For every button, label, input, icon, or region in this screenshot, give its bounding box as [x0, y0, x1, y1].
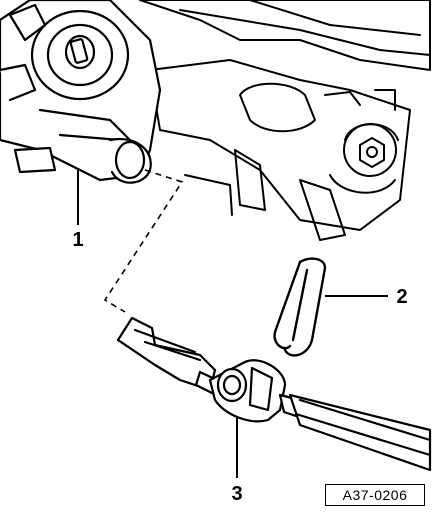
- figure-reference-code: A37-0206: [325, 484, 425, 506]
- leader-lines: [77, 170, 388, 478]
- assembly-alignment-line: [103, 169, 184, 313]
- lock-assembly: [0, 0, 162, 184]
- cable-assembly: [116, 316, 432, 472]
- callout-3: 3: [231, 483, 242, 505]
- retaining-clip: [273, 257, 327, 357]
- background-mechanism: [139, 0, 431, 241]
- callout-1: 1: [72, 229, 83, 251]
- callout-2: 2: [396, 286, 407, 308]
